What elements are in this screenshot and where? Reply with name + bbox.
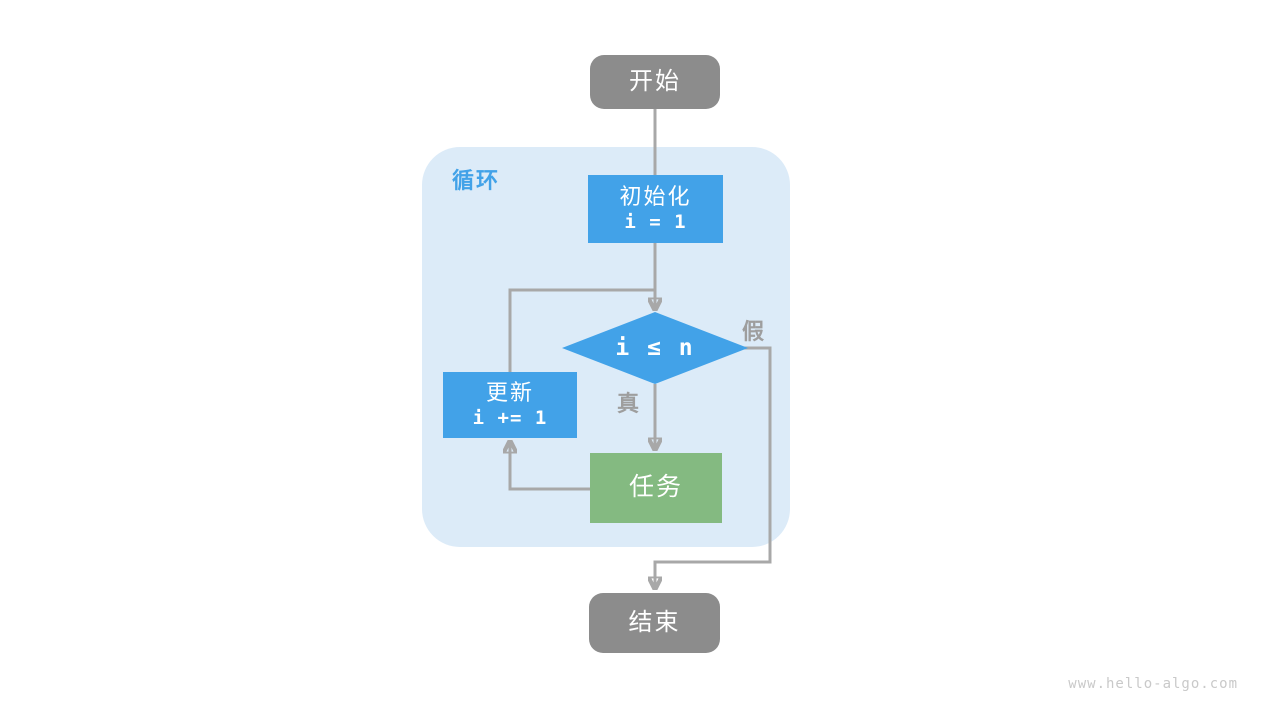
node-init: 初始化 i = 1	[588, 175, 723, 243]
edge-task-to-update	[510, 442, 590, 491]
node-update: 更新 i += 1	[443, 372, 577, 438]
node-task: 任务	[590, 453, 722, 523]
node-init-label: 初始化	[619, 184, 692, 210]
node-end-label: 结束	[628, 609, 681, 636]
node-condition-code: i ≤ n	[615, 335, 695, 361]
node-end: 结束	[589, 593, 720, 653]
node-update-label: 更新	[485, 380, 534, 406]
edge-label-true: 真	[617, 391, 641, 416]
loop-container-label: 循环	[452, 168, 501, 193]
watermark-text: www.hello-algo.com	[1068, 676, 1238, 692]
edge-update-to-condition	[508, 288, 654, 373]
node-update-code: i += 1	[472, 406, 548, 429]
edge-label-false: 假	[742, 319, 766, 344]
node-init-code: i = 1	[624, 210, 687, 233]
node-start: 开始	[590, 55, 720, 109]
edge-condition-false-to-end	[655, 346, 772, 588]
node-task-label: 任务	[628, 473, 683, 502]
node-start-label: 开始	[629, 68, 681, 95]
